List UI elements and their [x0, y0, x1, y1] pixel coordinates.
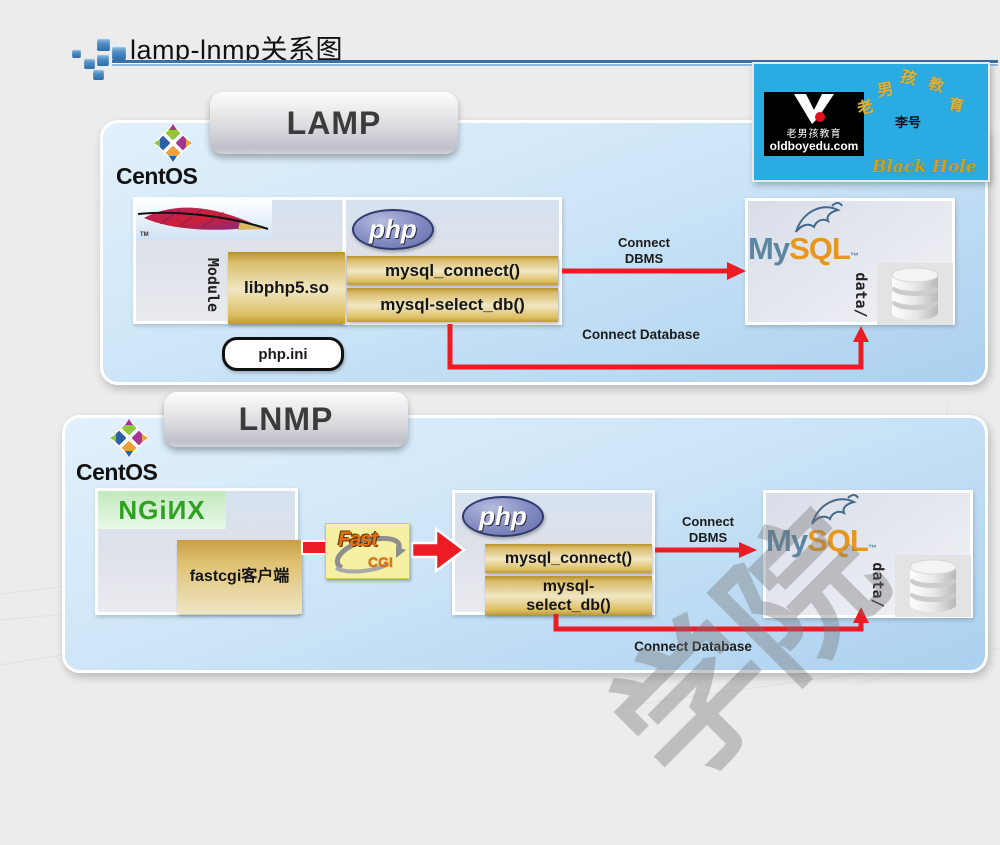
fastcgi-swoosh-icon — [334, 536, 406, 574]
scatter-char: 育 — [947, 95, 966, 116]
connect-dbms-label-lnmp: Connect DBMS — [682, 514, 734, 545]
apache-feather-icon — [137, 207, 269, 230]
mysql-select-box-lnmp: mysql- select_db() — [485, 576, 652, 615]
title-rule — [112, 60, 998, 67]
scatter-char: 男 — [876, 80, 895, 101]
fastcgi-word1: Fast — [338, 528, 378, 551]
connect-database-label-lnmp: Connect Database — [634, 639, 752, 654]
mysql-sql: SQL — [807, 523, 869, 558]
scatter-char: 孩 — [898, 68, 919, 89]
database-icon-lamp — [877, 263, 953, 325]
mysql-connect-box-lnmp: mysql_connect() — [485, 544, 652, 573]
mysql-tm: ™ — [849, 251, 859, 261]
brand-name: 老男孩教育 — [786, 129, 842, 140]
fastcgi-word2: CGI — [368, 554, 393, 570]
centos-icon — [154, 124, 192, 162]
brand-author: 李号 — [895, 115, 922, 130]
lamp-header: LAMP — [210, 92, 458, 154]
mysql-wordmark-lamp: MySQL™ — [748, 231, 859, 267]
module-label: Module — [204, 257, 222, 313]
fastcgi-logo: Fast CGI — [325, 523, 410, 579]
php-logo-lnmp: php — [462, 496, 544, 537]
apache-tm-label: TM — [140, 232, 149, 238]
bg-line — [621, 669, 879, 708]
brand-box: 老男孩教育 oldboyedu.com 孩 男 教 老 育 李号 Black H… — [752, 62, 990, 182]
db-cylinder-icon — [891, 267, 939, 320]
mysql-dolphin-icon — [795, 202, 843, 233]
centos-label-lamp: CentOS — [116, 163, 198, 189]
mysql-tm: ™ — [867, 543, 877, 553]
database-icon-lnmp — [895, 555, 971, 617]
phpini-box: php.ini — [222, 337, 344, 371]
libphp5-box: libphp5.so — [228, 252, 345, 324]
v-logo-icon — [794, 94, 834, 124]
brand-signature: Black Hole — [872, 157, 977, 177]
mysql-sql: SQL — [789, 231, 851, 266]
brand-domain: oldboyedu.com — [769, 139, 859, 153]
mysql-dolphin-icon — [811, 494, 859, 525]
mysql-my: My — [766, 523, 808, 558]
mysql-my: My — [748, 231, 790, 266]
nginx-logo: NGiИX — [98, 491, 226, 529]
lnmp-header: LNMP — [164, 392, 408, 447]
mysql-connect-box-lamp: mysql_connect() — [347, 256, 558, 285]
fastcgi-client-box: fastcgi客户端 — [177, 540, 302, 614]
scatter-char: 教 — [926, 75, 946, 96]
centos-label-lnmp: CentOS — [76, 459, 158, 485]
connect-database-label-lamp: Connect Database — [582, 327, 700, 342]
centos-icon — [110, 419, 148, 457]
php-logo-lamp: php — [352, 209, 434, 250]
mysql-wordmark-lnmp: MySQL™ — [766, 523, 877, 559]
apache-feather-logo: TM — [136, 200, 272, 240]
db-cylinder-icon — [909, 559, 957, 612]
connect-dbms-label-lamp: Connect DBMS — [618, 235, 670, 266]
data-dir-label-lnmp: data/ — [869, 562, 887, 608]
mysql-select-box-lamp: mysql-select_db() — [347, 288, 558, 322]
brand-logo: 老男孩教育 oldboyedu.com — [764, 92, 864, 156]
data-dir-label-lamp: data/ — [852, 272, 870, 318]
